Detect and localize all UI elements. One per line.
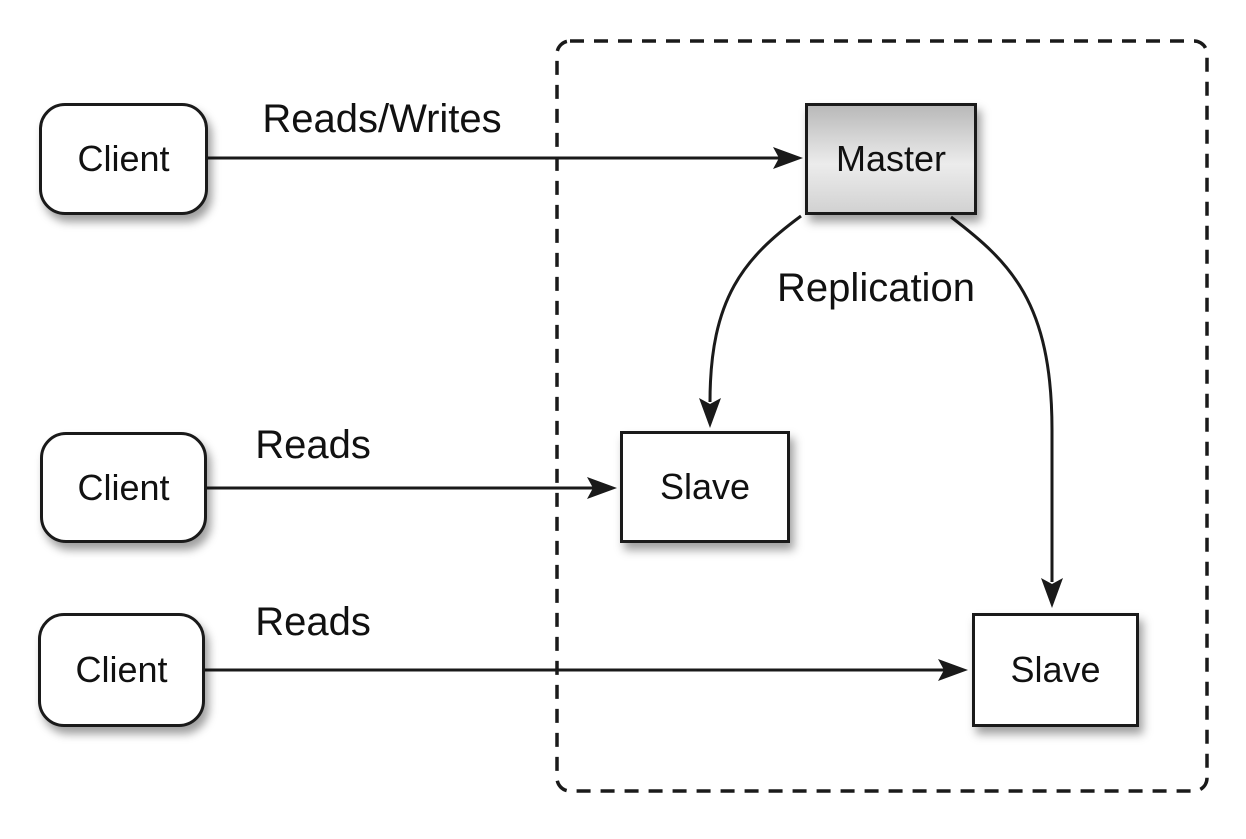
edge-label-reads-middle: Reads [255, 423, 371, 467]
node-client-top-label: Client [77, 138, 170, 179]
edge-label-reads-bottom: Reads [255, 600, 371, 644]
arrowhead-down-icon [699, 398, 721, 428]
node-slave-bottom-label: Slave [1010, 649, 1101, 690]
node-client-middle-label: Client [77, 466, 170, 508]
node-client-bottom-label: Client [75, 649, 168, 690]
edge-label-reads-writes: Reads/Writes [262, 97, 502, 141]
node-master: Master [805, 103, 977, 215]
arrowhead-right-icon [773, 147, 803, 169]
node-slave-bottom: Slave [972, 613, 1139, 727]
replication-arrow-right [950, 215, 1054, 582]
node-slave-middle: Slave [620, 431, 790, 543]
node-slave-middle-label: Slave [659, 466, 751, 507]
replication-arrow-left [708, 214, 802, 403]
node-client-bottom: Client [38, 613, 205, 727]
node-master-label: Master [835, 138, 947, 179]
arrowhead-right-icon [938, 659, 968, 681]
replication-group-dashed-border [555, 39, 1209, 793]
node-client-middle: Client [40, 432, 207, 543]
node-client-top: Client [39, 103, 208, 215]
arrowhead-right-icon [587, 477, 617, 499]
edge-label-replication: Replication [777, 266, 975, 310]
arrowhead-down-icon [1041, 578, 1063, 608]
